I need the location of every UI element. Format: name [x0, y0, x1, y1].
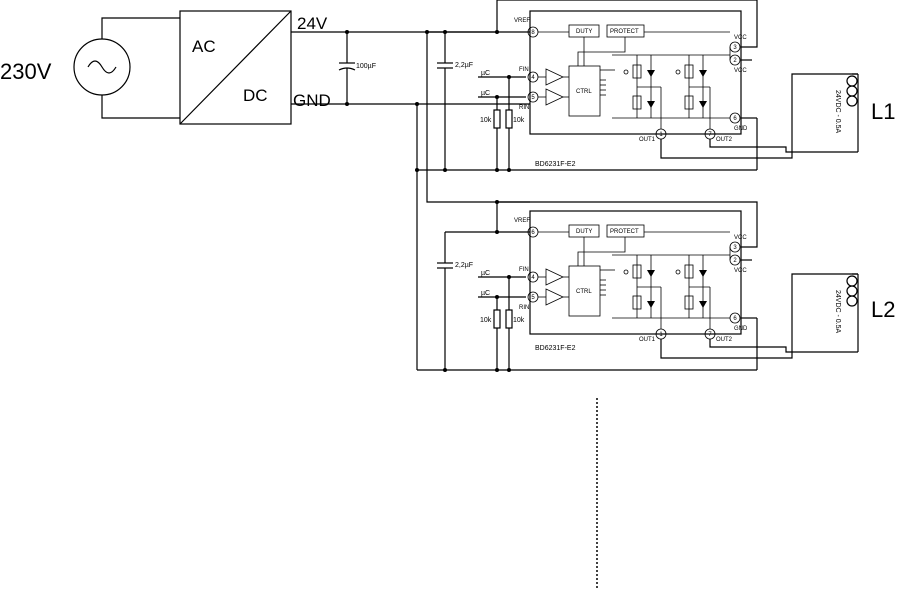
pin-fin-label: FIN	[519, 267, 529, 273]
pulldown-a-value: 10k	[480, 117, 492, 124]
converter-input-label: AC	[192, 37, 216, 56]
input-rev-source: µC	[481, 90, 490, 97]
load-label: L1	[871, 99, 895, 124]
svg-text:2: 2	[733, 58, 737, 64]
block-duty: DUTY	[576, 29, 592, 35]
svg-text:2: 2	[733, 258, 737, 264]
ac-dc-converter: AC DC	[179, 10, 292, 125]
svg-text:1: 1	[659, 332, 663, 338]
pulldown-resistors: 10k 10k	[480, 275, 525, 372]
load-coil: 24VDC - 0.5A L2	[834, 273, 895, 352]
svg-text:5: 5	[531, 295, 535, 301]
pin-out1-label: OUT1	[639, 337, 656, 343]
ac-source-symbol	[73, 17, 180, 119]
svg-text:4: 4	[531, 275, 535, 281]
decoupling-capacitor-value: 2,2µF	[455, 262, 473, 269]
svg-text:3: 3	[733, 245, 737, 251]
load-rating: 24VDC - 0.5A	[834, 90, 841, 134]
svg-text:3: 3	[733, 45, 737, 51]
block-ctrl: CTRL	[576, 89, 592, 95]
svg-text:6: 6	[733, 316, 737, 322]
pin-vcc-a-label: VCC	[734, 235, 747, 241]
pulldown-resistors: 10k 10k	[480, 75, 525, 172]
block-protect: PROTECT	[610, 229, 639, 235]
svg-text:5: 5	[531, 95, 535, 101]
svg-text:8: 8	[531, 30, 535, 36]
svg-text:6: 6	[531, 230, 535, 236]
pin-vref-label: VREF	[514, 218, 530, 224]
decoupling-capacitor: 2,2µF	[437, 32, 473, 172]
pin-vcc-a-label: VCC	[734, 35, 747, 41]
decoupling-capacitor: 2,2µF	[437, 232, 473, 372]
pin-rin-label: RIN	[519, 105, 529, 111]
pin-vref-label: VREF	[514, 18, 530, 24]
block-protect: PROTECT	[610, 29, 639, 35]
pin-vcc-b-label: VCC	[734, 268, 747, 274]
driver-ic: BD6231F-E2 6 VREF 4 FIN 5 RIN 3 VCC 2 VC…	[514, 210, 748, 352]
pulldown-a-value: 10k	[480, 317, 492, 324]
bulk-capacitor: 100µF	[338, 30, 376, 106]
power-supply: 230V AC DC 24V GND 100µF	[0, 10, 530, 370]
pin-rin-label: RIN	[519, 305, 529, 311]
driver-stage-2: 2,2µF µC µC 10k 10k BD6231F-E2 6	[417, 200, 895, 372]
pin-out1-label: OUT1	[639, 137, 656, 143]
mains-voltage-label: 230V	[0, 59, 52, 84]
rail-24v-label: 24V	[297, 14, 328, 33]
ic-part-number: BD6231F-E2	[535, 345, 576, 352]
mcu-inputs: µC µC	[478, 70, 526, 98]
load-coil: 24VDC - 0.5A L1	[834, 73, 895, 152]
converter-output-label: DC	[243, 86, 268, 105]
svg-text:1: 1	[659, 132, 663, 138]
input-rev-source: µC	[481, 290, 490, 297]
mcu-inputs: µC µC	[478, 270, 526, 298]
load-label: L2	[871, 297, 895, 322]
driver-stage-1: 2,2µF µC µC 10k 10k BD6231F-E2	[415, 0, 895, 172]
svg-text:7: 7	[708, 132, 712, 138]
load-rating: 24VDC - 0.5A	[834, 290, 841, 334]
input-fwd-source: µC	[481, 70, 490, 77]
svg-text:6: 6	[733, 116, 737, 122]
pin-gnd-label: GND	[734, 126, 748, 132]
bulk-capacitor-value: 100µF	[356, 63, 376, 70]
input-fwd-source: µC	[481, 270, 490, 277]
pin-gnd-label: GND	[734, 326, 748, 332]
pin-out2-label: OUT2	[716, 137, 733, 143]
block-ctrl: CTRL	[576, 289, 592, 295]
driver-ic: BD6231F-E2 8 VREF 4 FIN 5 RIN 3 VCC 2 VC…	[514, 10, 748, 168]
decoupling-capacitor-value: 2,2µF	[455, 62, 473, 69]
svg-text:7: 7	[708, 332, 712, 338]
pin-fin-label: FIN	[519, 67, 529, 73]
ic-part-number: BD6231F-E2	[535, 161, 576, 168]
pulldown-b-value: 10k	[513, 317, 525, 324]
pulldown-b-value: 10k	[513, 117, 525, 124]
svg-text:4: 4	[531, 75, 535, 81]
block-duty: DUTY	[576, 229, 592, 235]
pin-vcc-b-label: VCC	[734, 68, 747, 74]
pin-out2-label: OUT2	[716, 337, 733, 343]
rail-gnd-label: GND	[293, 91, 331, 110]
